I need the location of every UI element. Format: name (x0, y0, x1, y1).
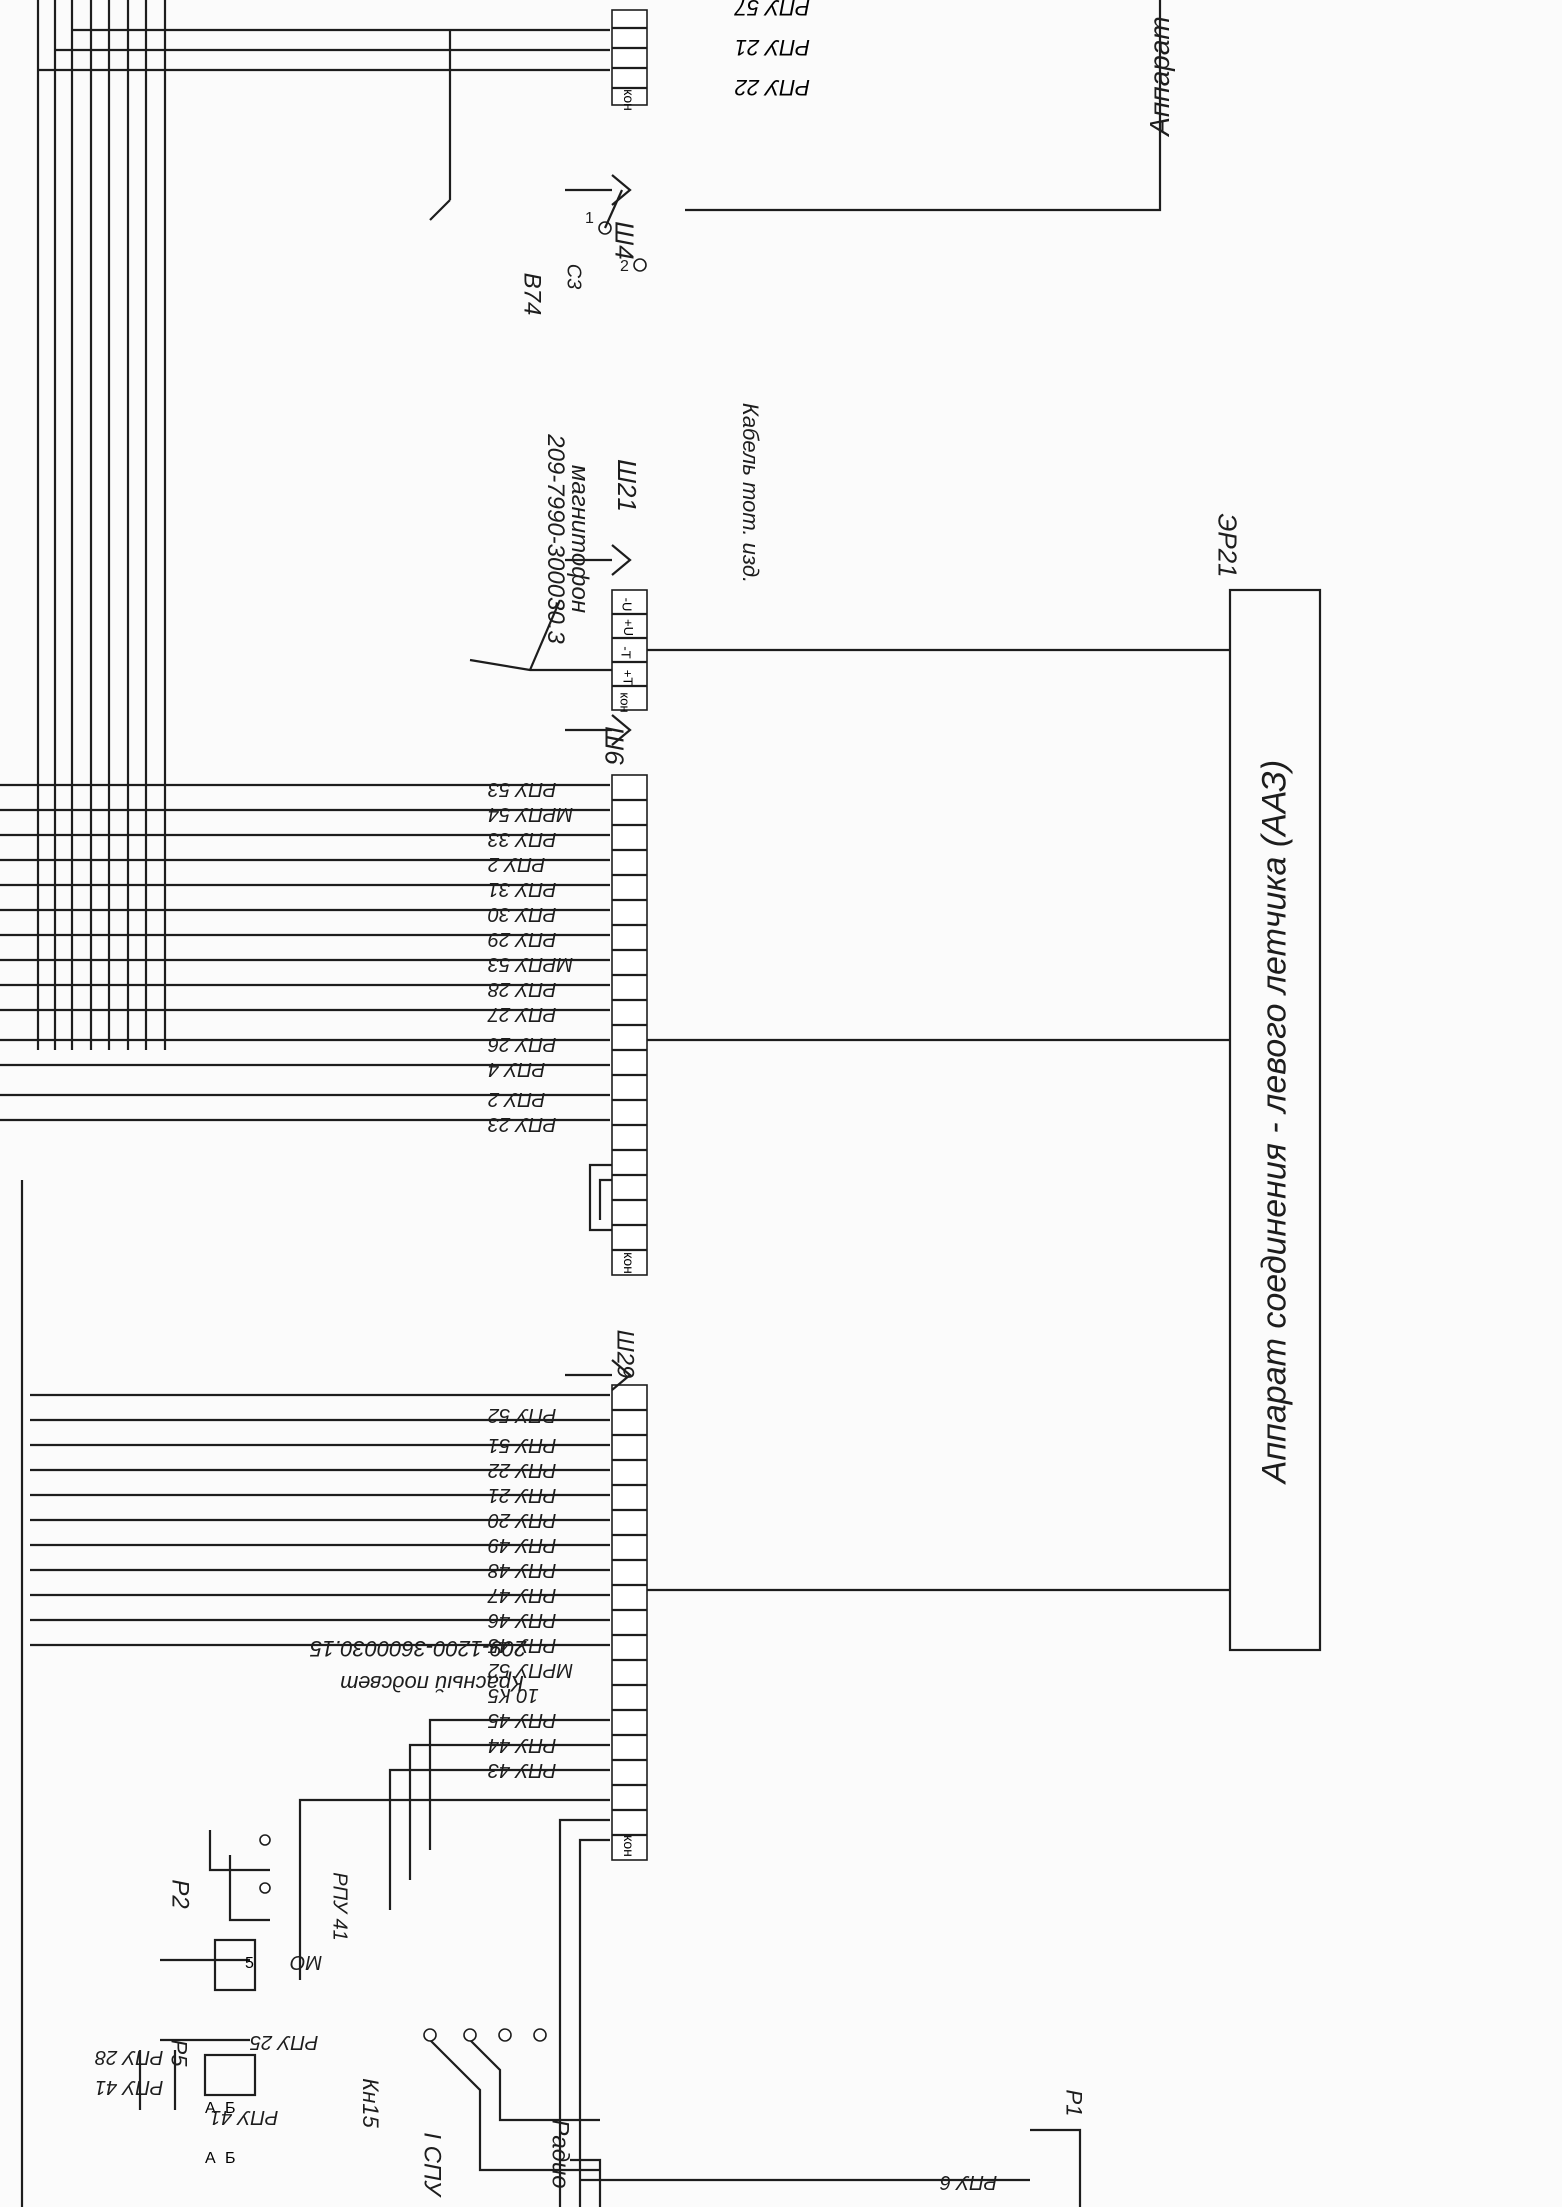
switch-b74-symbol (598, 189, 647, 272)
w29-wire-label-1: РПУ 43 (488, 1759, 557, 1781)
kn15-label: Кн15 (357, 2078, 383, 2128)
w29-wire-label-3: РПУ 45 (488, 1709, 557, 1731)
middle-connector-wires (0, 783, 610, 1122)
w29-wire-label-2: РПУ 44 (488, 1734, 557, 1756)
mid-pin-kon: кон (620, 1252, 637, 1274)
w21-label: Ш21 (611, 459, 642, 512)
switch-b74-pos1: 1 (585, 210, 594, 227)
device-top-label: Аппарат (1143, 16, 1175, 136)
mid-wire-label-7: МРПУ 53 (488, 953, 574, 975)
p1-label: Р1 (1061, 2089, 1087, 2117)
top-wire-label-3: РПУ 57 (734, 0, 810, 20)
relay-p5-pin-5: 5 (245, 1955, 254, 1972)
red-light-code: 209-1200-3600030.15 (310, 1636, 527, 1661)
mid-wire-label-11: РПУ 2 (488, 853, 546, 875)
cable-note: Кабель тот. изд. (738, 402, 764, 584)
switch-b74-pos2: 2 (620, 258, 629, 275)
mini-pin-minus-u: -U (619, 597, 635, 612)
jumper-1 (588, 1163, 612, 1232)
left-label-mo: МО (290, 1951, 323, 1973)
lower-left-network (160, 1798, 1082, 2207)
w29-wire-label-9: РПУ 48 (488, 1559, 557, 1581)
mini-pin-plus-t: +Т (620, 669, 636, 686)
mid-wire-label-9: РПУ 30 (488, 903, 557, 925)
w29-wire-label-10: РПУ 49 (488, 1534, 557, 1556)
rpu-left-label: РПУ 41 (210, 2106, 279, 2128)
spu-label: I СПУ (418, 2132, 446, 2196)
mid-wire-label-6: РПУ 28 (488, 978, 557, 1000)
w29-wires (30, 1393, 610, 1910)
w29-wire-label-7: РПУ 46 (488, 1609, 557, 1631)
radio-label: Радио (546, 2119, 574, 2189)
main-device-block (1228, 588, 1322, 1652)
relay-p2-label: Р2 (166, 1879, 194, 1909)
red-light-title: Красный подсвет (340, 1671, 524, 1696)
relay-p5-pin-a2: А (205, 2150, 216, 2167)
top-connector-wires (38, 28, 610, 221)
rpu6-label: РПУ 6 (940, 2171, 998, 2193)
mid-wire-label-13: МРПУ 54 (488, 803, 574, 825)
w29-dividers (612, 1408, 647, 1837)
top-wire-label-2: РПУ 21 (734, 35, 810, 60)
jumper-2 (598, 1178, 612, 1220)
switch-b74-label: В74 (518, 272, 546, 316)
mini-pin-kon: кон (617, 692, 633, 713)
w29-wire-label-8: РПУ 47 (488, 1584, 557, 1606)
relay-p2-symbol (208, 1830, 271, 1992)
relay-p5-pin-b: Б (225, 2100, 236, 2117)
mid-wire-label-2: РПУ 2 (488, 1088, 546, 1110)
mid-wire-label-1: РПУ 23 (488, 1113, 557, 1135)
mini-pin-plus-u: +U (620, 619, 636, 636)
w29-pin-kon: кон (620, 1835, 637, 1857)
w29-wire-label-11: РПУ 20 (488, 1509, 557, 1531)
relay-p5-pin-a: А (205, 2100, 216, 2117)
w29-wire-label-13: РПУ 22 (488, 1459, 557, 1481)
left-label-rpu25: РПУ 25 (250, 2031, 319, 2053)
left-label-rpu28: РПУ 28 (95, 2046, 164, 2068)
w6-plug (565, 714, 632, 746)
mid-wire-label-8: РПУ 29 (488, 928, 557, 950)
mid-wire-label-3: РПУ 4 (488, 1058, 546, 1080)
w29-connector-block (611, 1384, 648, 1861)
recorder-name: магнитофон (566, 464, 594, 614)
w29-wire-label-15: РПУ 52 (488, 1404, 557, 1426)
w21-plug (565, 544, 632, 576)
mid-wire-label-12: РПУ 33 (488, 828, 557, 850)
mid-wire-label-14: РПУ 53 (488, 778, 557, 800)
relay-p5-symbol (138, 2050, 257, 2110)
mini-pin-minus-t: -Т (618, 646, 634, 659)
relay-p2-wire: РПУ 41 (328, 1872, 351, 1941)
bus-lines-top (20, 0, 167, 2207)
main-block-title: Аппарат соединения - левого летчика (ААЗ… (1255, 759, 1294, 1484)
middle-connector-dividers (612, 798, 647, 1252)
w4-label: Ш4 (609, 221, 640, 260)
left-label-rpu41: РПУ 41 (95, 2076, 164, 2098)
mid-wire-label-5: РПУ 27 (488, 1003, 557, 1025)
mid-wire-label-4: РПУ 26 (488, 1033, 557, 1055)
top-wire-label-1: РПУ 22 (734, 75, 810, 100)
w29-wire-label-12: РПУ 21 (488, 1484, 557, 1506)
w6-label: Ш6 (599, 726, 630, 765)
w29-label: Ш29 (611, 1329, 639, 1379)
mid-wire-label-10: РПУ 31 (488, 878, 557, 900)
er21-label: ЭР21 (1212, 513, 1243, 578)
top-connector-block (611, 9, 648, 106)
top-connector-pin-kon: кон (620, 89, 637, 111)
w29-wire-label-14: РПУ 51 (488, 1434, 557, 1456)
relay-p5-pin-b2: Б (225, 2150, 236, 2167)
w29-plug (565, 1359, 632, 1391)
switch-b74-sub: С3 (562, 263, 585, 290)
relay-p5-label: Р5 (166, 2039, 192, 2067)
